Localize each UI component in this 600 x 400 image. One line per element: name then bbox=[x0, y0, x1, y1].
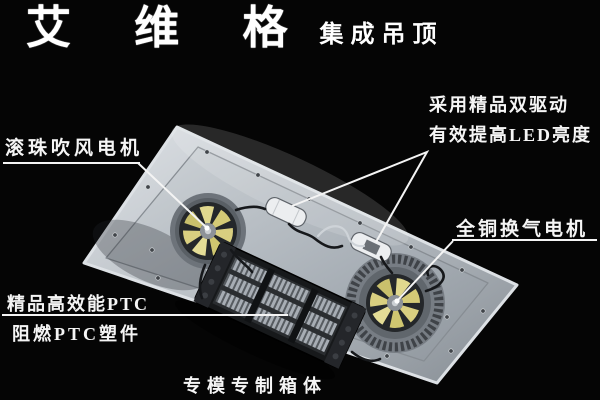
callout-label-ptc: 精品高效能PTC bbox=[7, 294, 149, 314]
product-name: 集成吊顶 bbox=[319, 21, 444, 48]
brand-name: 艾 维 格 bbox=[26, 3, 314, 53]
callout-label-led-line2: 有效提高LED亮度 bbox=[429, 125, 593, 145]
panel-screws bbox=[112, 149, 486, 359]
brand-logo: 艾 维 格 集成吊顶 bbox=[26, 3, 444, 54]
callout-label-box-body: 专模专制箱体 bbox=[183, 376, 327, 396]
callout-label-vent-motor: 全铜换气电机 bbox=[456, 219, 589, 240]
ptc-heater bbox=[174, 241, 367, 380]
callout-label-blower-motor: 滚珠吹风电机 bbox=[5, 138, 144, 159]
callout-lines bbox=[2, 150, 597, 316]
wires bbox=[198, 205, 445, 363]
led-driver-1 bbox=[265, 196, 307, 228]
callout-label-led-line1: 采用精品双驱动 bbox=[429, 95, 569, 115]
led-driver-2 bbox=[350, 231, 392, 263]
callout-label-ptc-plastic: 阻燃PTC塑件 bbox=[12, 324, 141, 344]
callout-label-led-driver: 采用精品双驱动 有效提高LED亮度 bbox=[429, 90, 592, 150]
